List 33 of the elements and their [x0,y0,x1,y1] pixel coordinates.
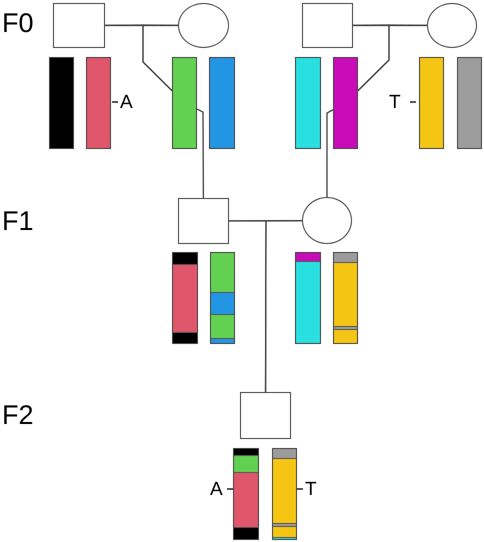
chromosome-bar [172,252,198,344]
male-square [53,3,105,48]
generation-label: F1 [2,208,34,235]
allele-label: A [120,93,133,112]
chromosome-bar [457,57,482,149]
pedigree-line [358,24,427,92]
female-circle [302,197,352,244]
chromosome-bar [209,57,235,149]
chromosome-bar [86,57,111,149]
chromosome-bar [49,57,74,149]
chromosome-bar [333,57,358,149]
female-circle [427,3,477,48]
chromosome-bar [295,252,321,344]
generation-label: F0 [2,10,34,37]
pedigree-line [326,109,334,197]
female-circle [178,3,229,48]
male-square [302,3,353,48]
male-square [240,392,291,439]
chromosome-bar [419,57,444,149]
chromosome-bar [333,252,358,344]
chromosome-bar [272,448,297,540]
pedigree-line [142,24,178,92]
allele-label: A [210,480,223,499]
chromosome-bar [210,252,235,344]
chromosome-bar [295,57,321,149]
pedigree-line [264,220,302,392]
generation-label: F2 [2,402,34,429]
male-square [178,198,229,244]
chromosome-bar [233,448,259,540]
pedigree-line [196,108,204,198]
allele-label: T [305,480,317,499]
chromosome-bar [172,57,197,149]
allele-label: T [389,93,401,112]
